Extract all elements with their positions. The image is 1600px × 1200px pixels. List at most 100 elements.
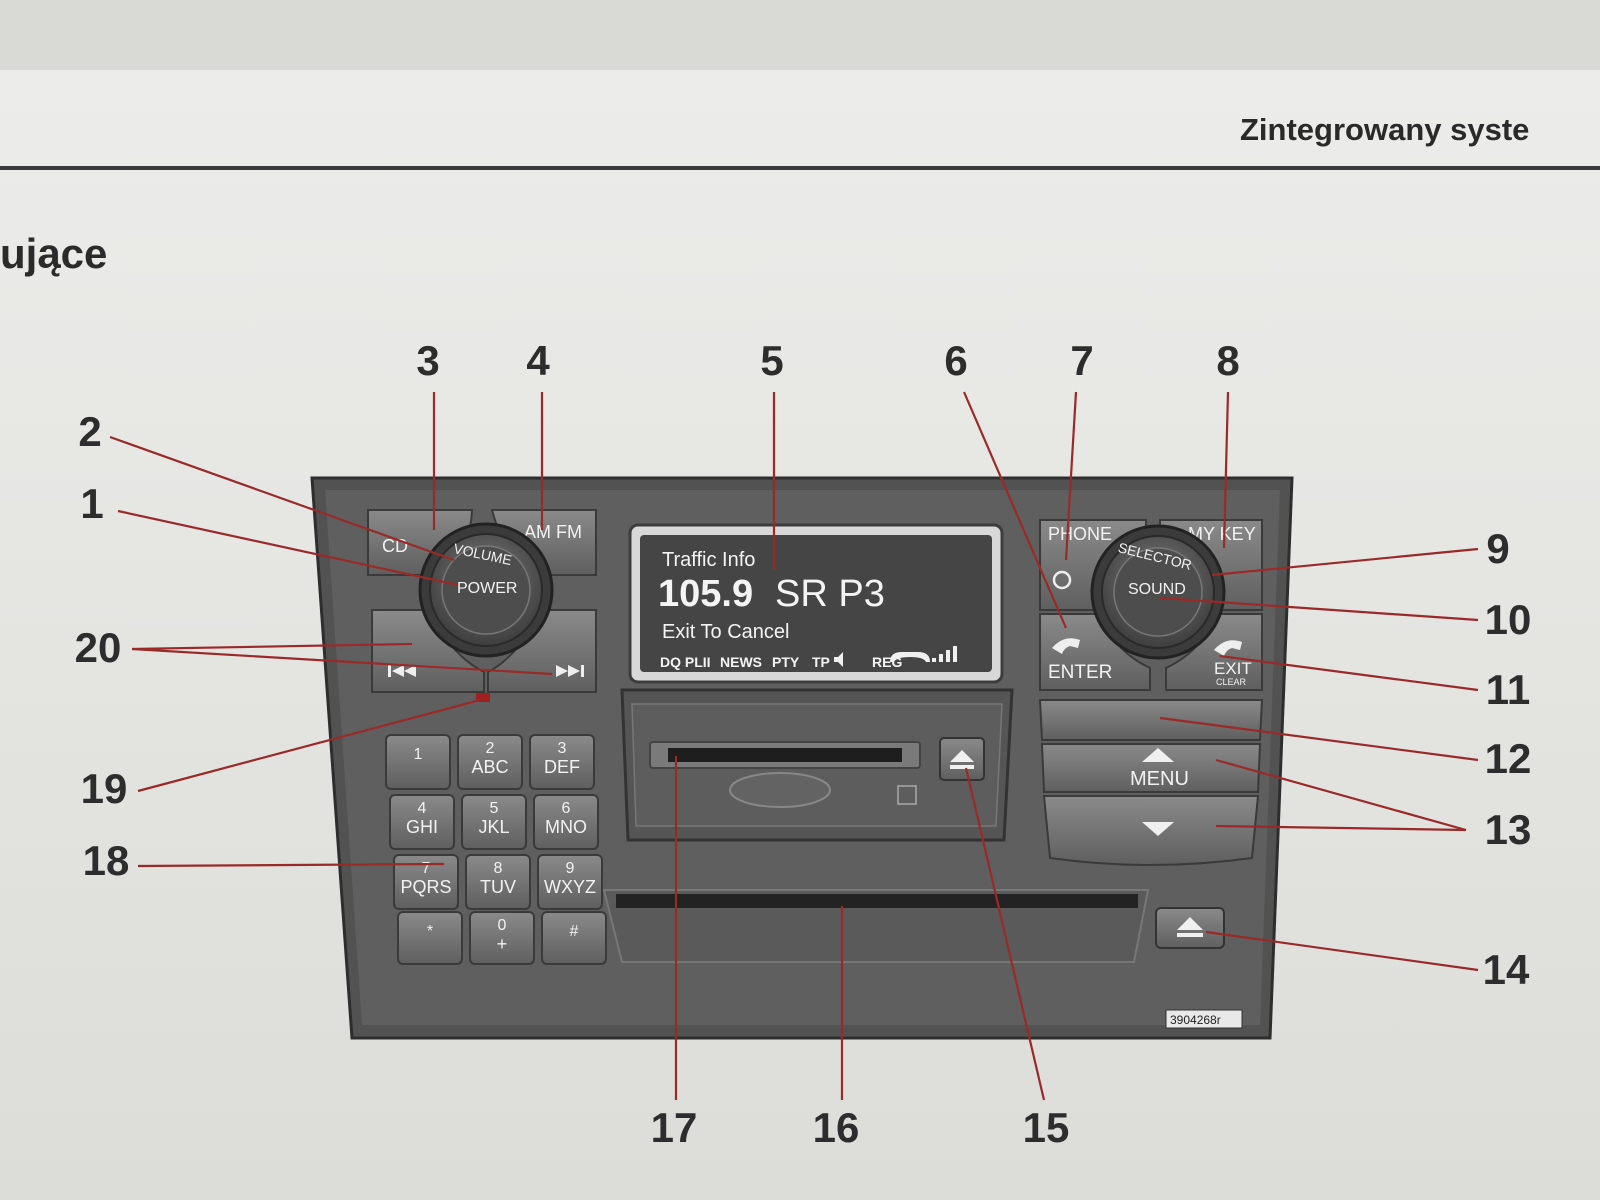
svg-text:MY KEY: MY KEY bbox=[1188, 524, 1256, 544]
keypad-digit: # bbox=[570, 923, 579, 940]
keypad-digit: 3 bbox=[558, 740, 567, 757]
cd-slot[interactable] bbox=[602, 889, 1150, 963]
menu-area-button[interactable] bbox=[1038, 699, 1264, 741]
svg-text:CLEAR: CLEAR bbox=[1216, 677, 1247, 687]
ir-sensor bbox=[476, 693, 490, 702]
callout-20: 20 bbox=[75, 624, 122, 671]
svg-text:MENU: MENU bbox=[1130, 768, 1189, 790]
callout-4: 4 bbox=[526, 337, 550, 384]
keypad-digit: 2 bbox=[486, 740, 495, 757]
svg-text:AM FM: AM FM bbox=[524, 522, 582, 542]
keypad-letters: MNO bbox=[545, 817, 587, 837]
skip-forward-icon bbox=[556, 665, 584, 677]
header-rule bbox=[0, 166, 1600, 170]
keypad-digit: 7 bbox=[422, 860, 431, 877]
cd-eject-button[interactable] bbox=[1155, 907, 1225, 949]
keypad-letters: WXYZ bbox=[544, 877, 596, 897]
svg-text:ENTER: ENTER bbox=[1048, 662, 1112, 683]
callout-7: 7 bbox=[1070, 337, 1093, 384]
menu-up-button[interactable]: MENU bbox=[1040, 743, 1262, 793]
display-status-item: NEWS bbox=[720, 654, 762, 670]
keypad-letters: DEF bbox=[544, 757, 580, 777]
keypad-digit: 4 bbox=[418, 800, 427, 817]
keypad-letters: GHI bbox=[406, 817, 438, 837]
keypad-digit: 8 bbox=[494, 860, 503, 877]
phone-answer-icon bbox=[1052, 638, 1080, 654]
callout-18: 18 bbox=[83, 837, 130, 884]
svg-text:POWER: POWER bbox=[457, 580, 517, 597]
arrow-up-icon bbox=[1142, 748, 1174, 762]
svg-text:3904268r: 3904268r bbox=[1170, 1013, 1221, 1027]
callout-11: 11 bbox=[1486, 666, 1530, 713]
callout-2: 2 bbox=[78, 408, 101, 455]
keypad-letters: TUV bbox=[480, 877, 516, 897]
display-status-item: DQ PLII bbox=[660, 654, 711, 670]
keypad-letters: ABC bbox=[471, 757, 508, 777]
keypad-digit: 5 bbox=[490, 800, 499, 817]
arrow-down-icon bbox=[1142, 822, 1174, 836]
svg-text:SOUND: SOUND bbox=[1128, 581, 1186, 598]
keypad-key-hash[interactable]: # bbox=[541, 911, 607, 965]
selector-sound-knob[interactable]: SELECTOR SOUND bbox=[1090, 524, 1226, 660]
display-frame bbox=[628, 523, 1004, 684]
card-tray bbox=[620, 688, 1014, 842]
exit-clear-button[interactable]: EXIT CLEAR bbox=[1165, 613, 1263, 691]
page-header-title: Zintegrowany syste bbox=[1240, 112, 1530, 147]
callout-5: 5 bbox=[760, 337, 783, 384]
display-line3: Exit To Cancel bbox=[662, 621, 789, 643]
phone-hangup-icon bbox=[1214, 640, 1242, 656]
keypad-key-star[interactable]: * bbox=[397, 911, 463, 965]
callout-8: 8 bbox=[1216, 337, 1239, 384]
keypad-digit: 6 bbox=[562, 800, 571, 817]
speaker-icon bbox=[834, 652, 843, 667]
phone-signal-icon bbox=[890, 646, 957, 662]
display-status-item: PTY bbox=[772, 654, 800, 670]
svg-text:PHONE: PHONE bbox=[1048, 524, 1112, 544]
svg-text:EXIT: EXIT bbox=[1214, 659, 1252, 678]
keypad-digit: 0 bbox=[498, 917, 507, 934]
keypad-key-0[interactable]: 0+ bbox=[469, 911, 535, 965]
enter-button[interactable]: ENTER bbox=[1039, 613, 1151, 691]
callout-10: 10 bbox=[1485, 596, 1532, 643]
callout-12: 12 bbox=[1485, 735, 1532, 782]
keypad-digit: 1 bbox=[414, 746, 423, 763]
volume-power-knob[interactable]: VOLUME POWER bbox=[418, 522, 554, 658]
menu-down-button[interactable] bbox=[1042, 795, 1260, 866]
keypad-key-1[interactable]: 1 bbox=[385, 734, 451, 790]
display-line1: Traffic Info bbox=[662, 549, 755, 571]
eject-icon bbox=[1177, 917, 1203, 937]
callout-9: 9 bbox=[1486, 525, 1509, 572]
leader-lines bbox=[109, 391, 1479, 1101]
keypad-letters: PQRS bbox=[400, 877, 451, 897]
callout-16: 16 bbox=[813, 1104, 860, 1151]
callout-14: 14 bbox=[1483, 946, 1530, 993]
card-icon bbox=[897, 785, 917, 805]
power-circle-icon bbox=[1052, 570, 1072, 590]
card-eject-button[interactable] bbox=[939, 737, 985, 781]
callout-13: 13 bbox=[1485, 806, 1532, 853]
callout-17: 17 bbox=[651, 1104, 698, 1151]
display-status-item: TP bbox=[812, 654, 830, 670]
keypad-digit: * bbox=[427, 923, 433, 940]
callout-19: 19 bbox=[81, 765, 128, 812]
callout-15: 15 bbox=[1023, 1104, 1070, 1151]
callout-3: 3 bbox=[416, 337, 439, 384]
keypad-letters: + bbox=[497, 934, 508, 954]
callout-1: 1 bbox=[80, 480, 103, 527]
keypad-letters: JKL bbox=[478, 817, 509, 837]
section-title: ujące bbox=[0, 230, 108, 277]
display-frequency: 105.9 bbox=[658, 573, 753, 615]
skip-back-icon bbox=[388, 665, 416, 677]
